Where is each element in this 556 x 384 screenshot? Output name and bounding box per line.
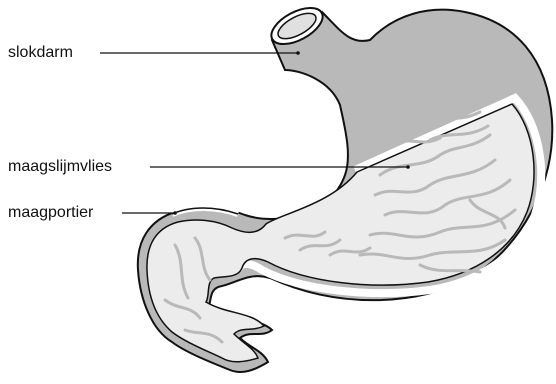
label-maagslijmvlies: maagslijmvlies [8,158,112,176]
label-maagportier: maagportier [8,204,93,222]
label-slokdarm: slokdarm [8,44,73,62]
